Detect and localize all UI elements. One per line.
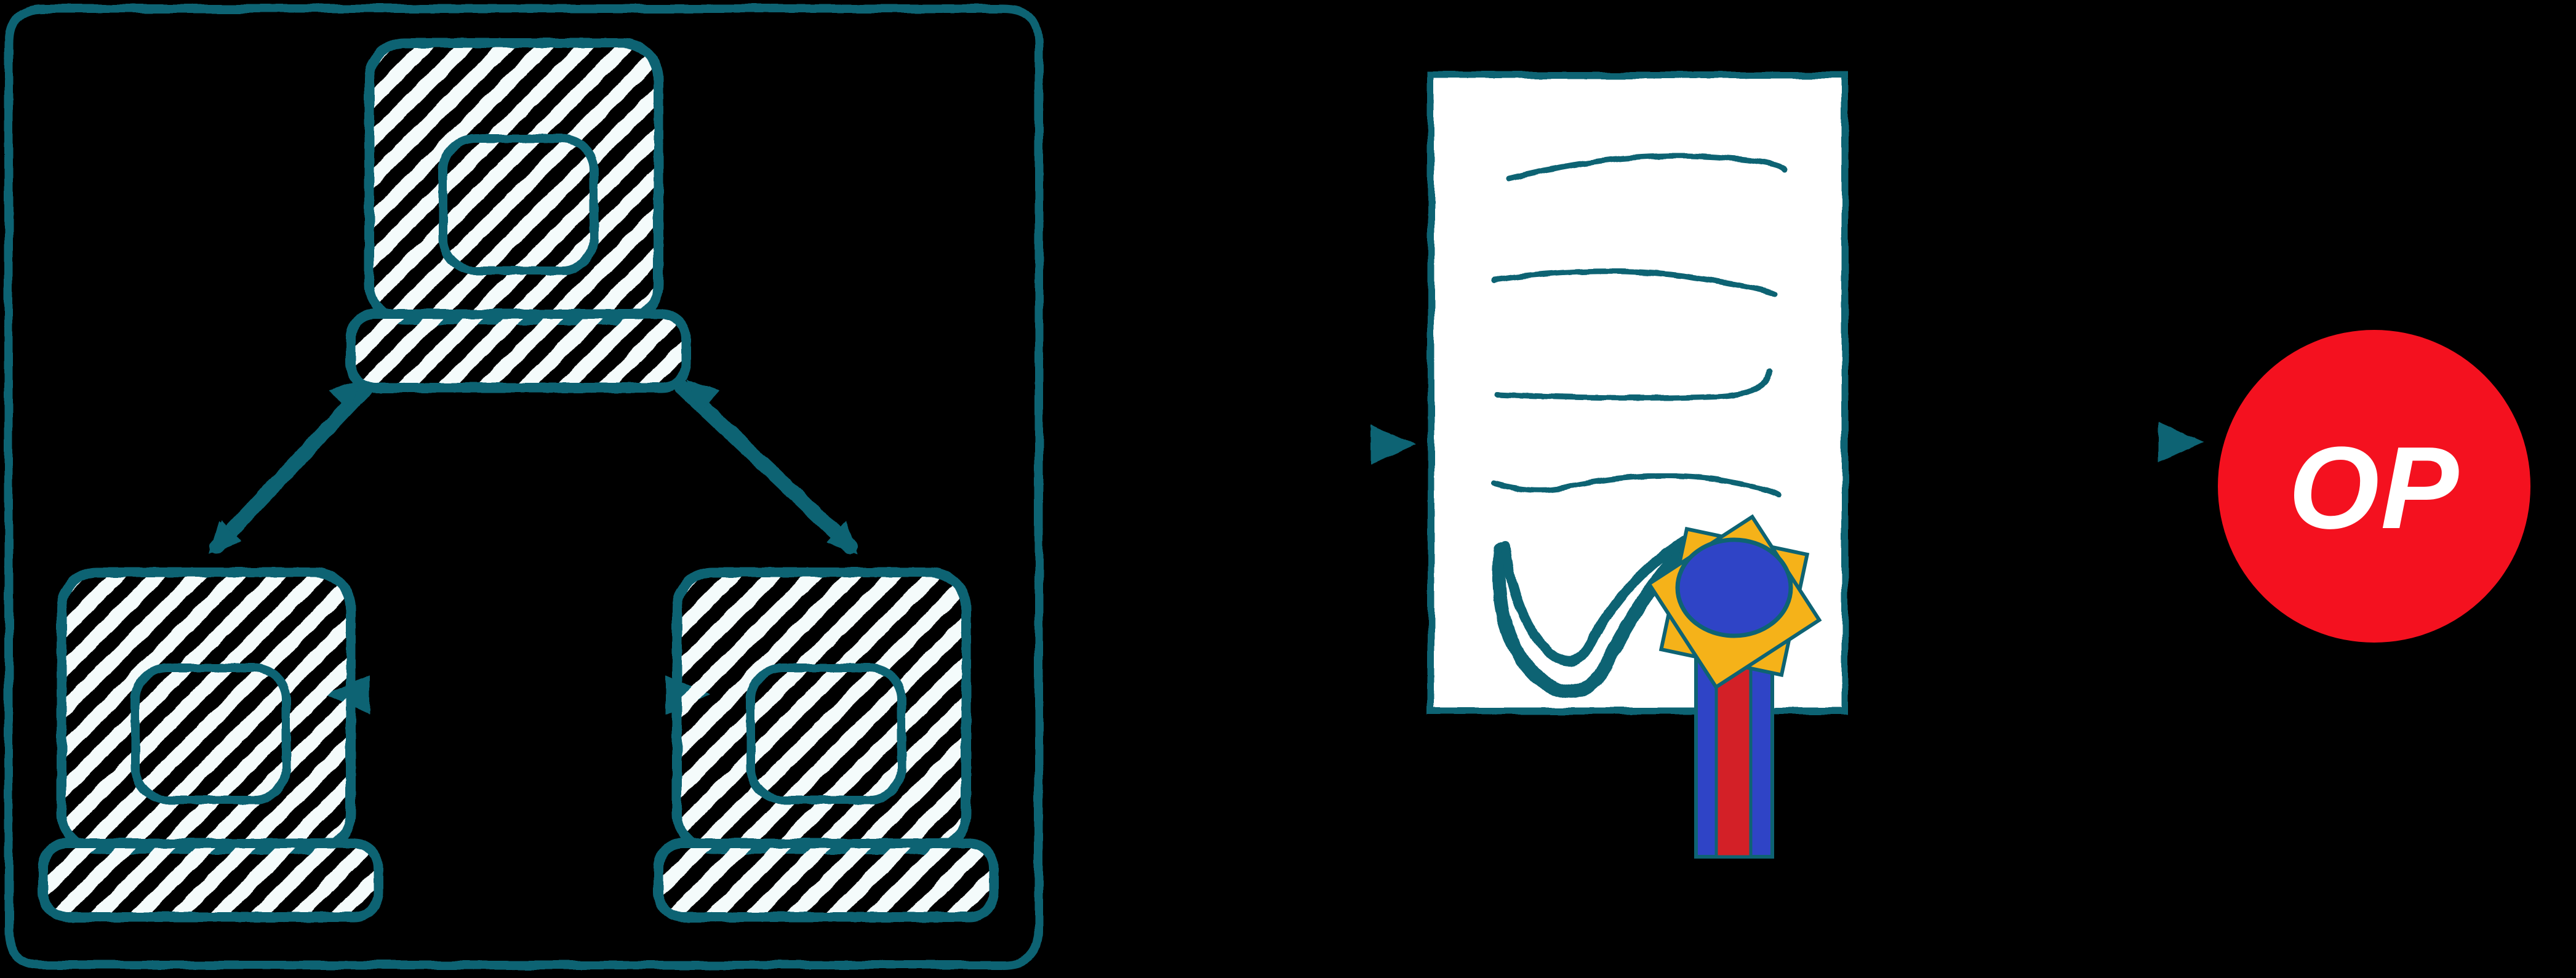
link-top-left	[209, 379, 375, 555]
op-badge-circle	[2218, 330, 2530, 643]
certificate-text-line-1	[1506, 153, 1788, 182]
op-badge-label: OP	[2289, 423, 2460, 553]
certificate-text-line-3	[1494, 369, 1773, 401]
checkmark-icon	[1492, 535, 1694, 699]
network-links	[209, 379, 858, 715]
network-cluster-box	[4, 4, 1043, 969]
op-badge[interactable]: OP	[2218, 330, 2530, 643]
certificate-text-lines	[1491, 153, 1788, 498]
certificate-document[interactable]	[1427, 71, 1849, 859]
network-to-certificate-arrow	[1043, 424, 1416, 465]
link-top-right	[673, 379, 858, 555]
medallion	[1675, 537, 1793, 638]
award-ribbon-seal	[1646, 514, 1822, 859]
certificate-to-badge-arrow	[1858, 422, 2204, 462]
certificate-text-line-2	[1491, 268, 1778, 297]
certificate-text-line-4	[1491, 473, 1782, 498]
